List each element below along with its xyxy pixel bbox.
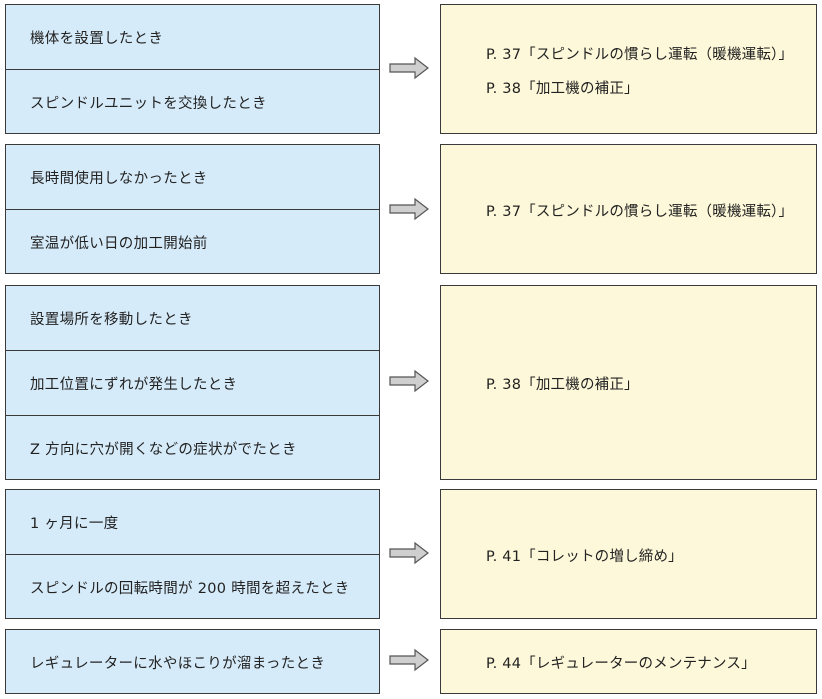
condition-box-1: 機体を設置したとき スピンドルユニットを交換したとき — [5, 4, 380, 134]
reference-box-4: P. 41「コレットの増し締め」 — [440, 489, 817, 619]
reference-text: P. 41「コレットの増し締め」 — [486, 549, 683, 565]
reference-box-1: P. 37「スピンドルの慣らし運転（暖機運転）」 P. 38「加工機の補正」 — [440, 4, 817, 134]
condition-box-4: 1 ヶ月に一度 スピンドルの回転時間が 200 時間を超えたとき — [5, 489, 380, 619]
divider — [6, 209, 379, 210]
reference-box-3: P. 38「加工機の補正」 — [440, 285, 817, 480]
reference-text: P. 37「スピンドルの慣らし運転（暖機運転）」 — [486, 47, 794, 63]
condition-text: 加工位置にずれが発生したとき — [30, 377, 238, 393]
condition-text: スピンドルの回転時間が 200 時間を超えたとき — [30, 581, 350, 597]
condition-text: レギュレーターに水やほこりが溜まったとき — [30, 656, 326, 672]
reference-text: P. 38「加工機の補正」 — [486, 81, 639, 97]
reference-box-5: P. 44「レギュレーターのメンテナンス」 — [440, 629, 817, 694]
right-arrow-icon — [389, 198, 429, 220]
condition-text: スピンドルユニットを交換したとき — [30, 96, 267, 112]
condition-text: 1 ヶ月に一度 — [30, 516, 119, 532]
condition-text: 室温が低い日の加工開始前 — [30, 236, 208, 252]
divider — [6, 554, 379, 555]
reference-text: P. 37「スピンドルの慣らし運転（暖機運転）」 — [486, 204, 794, 220]
reference-text: P. 38「加工機の補正」 — [486, 377, 639, 393]
condition-text: Z 方向に穴が開くなどの症状がでたとき — [30, 442, 297, 458]
divider — [6, 415, 379, 416]
condition-box-3: 設置場所を移動したとき 加工位置にずれが発生したとき Z 方向に穴が開くなどの症… — [5, 285, 380, 480]
condition-box-2: 長時間使用しなかったとき 室温が低い日の加工開始前 — [5, 144, 380, 274]
right-arrow-icon — [389, 370, 429, 392]
condition-box-5: レギュレーターに水やほこりが溜まったとき — [5, 629, 380, 694]
reference-box-2: P. 37「スピンドルの慣らし運転（暖機運転）」 — [440, 144, 817, 274]
condition-text: 機体を設置したとき — [30, 31, 164, 47]
reference-text: P. 44「レギュレーターのメンテナンス」 — [486, 656, 756, 672]
divider — [6, 69, 379, 70]
right-arrow-icon — [389, 57, 429, 79]
condition-text: 設置場所を移動したとき — [30, 312, 193, 328]
divider — [6, 350, 379, 351]
condition-text: 長時間使用しなかったとき — [30, 171, 208, 187]
right-arrow-icon — [389, 542, 429, 564]
right-arrow-icon — [389, 649, 429, 671]
